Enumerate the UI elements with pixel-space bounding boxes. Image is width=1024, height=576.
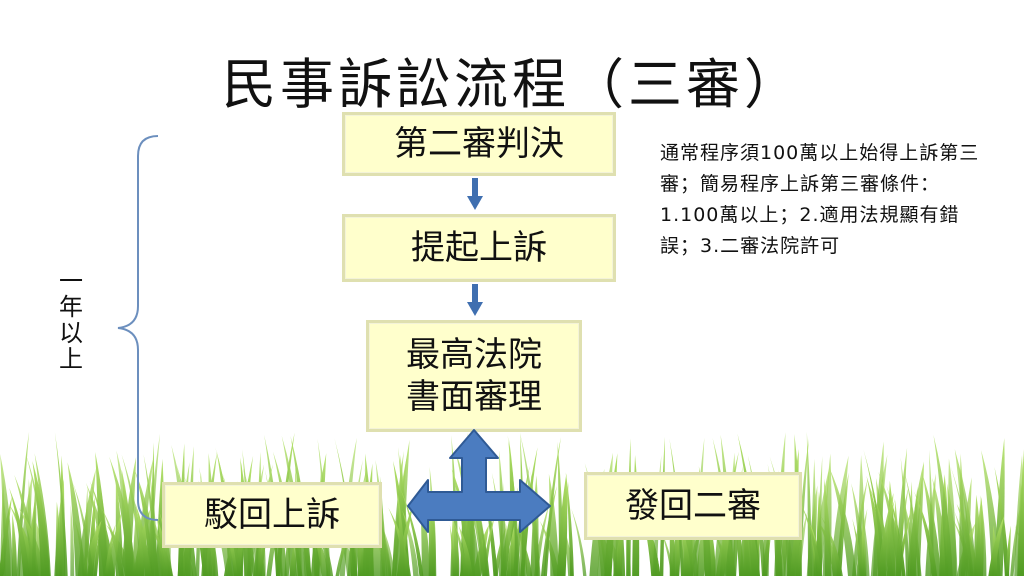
down-arrow-2 [467, 284, 483, 316]
box-second-instance-judgment: 第二審判決 [342, 112, 616, 176]
box-supreme-court-written-review: 最高法院 書面審理 [366, 320, 582, 432]
side-label-char: 年 [59, 293, 83, 321]
t-junction-arrow [407, 429, 551, 533]
page-title: 民事訴訟流程（三審） [222, 53, 802, 116]
side-label-char: 以 [59, 319, 83, 347]
box-file-appeal: 提起上訴 [342, 214, 616, 282]
side-label-char: 上 [59, 345, 83, 373]
down-arrow-1 [467, 178, 483, 210]
appeal-conditions-note: 通常程序須100萬以上始得上訴第三審；簡易程序上訴第三審條件：1.100萬以上；… [660, 142, 980, 257]
side-label-one-year-plus: 一 年 以 上 [58, 268, 84, 372]
box-dismiss-appeal: 駁回上訴 [162, 482, 382, 548]
box-remand-second-instance: 發回二審 [584, 472, 802, 540]
side-label-char: 一 [59, 267, 83, 295]
